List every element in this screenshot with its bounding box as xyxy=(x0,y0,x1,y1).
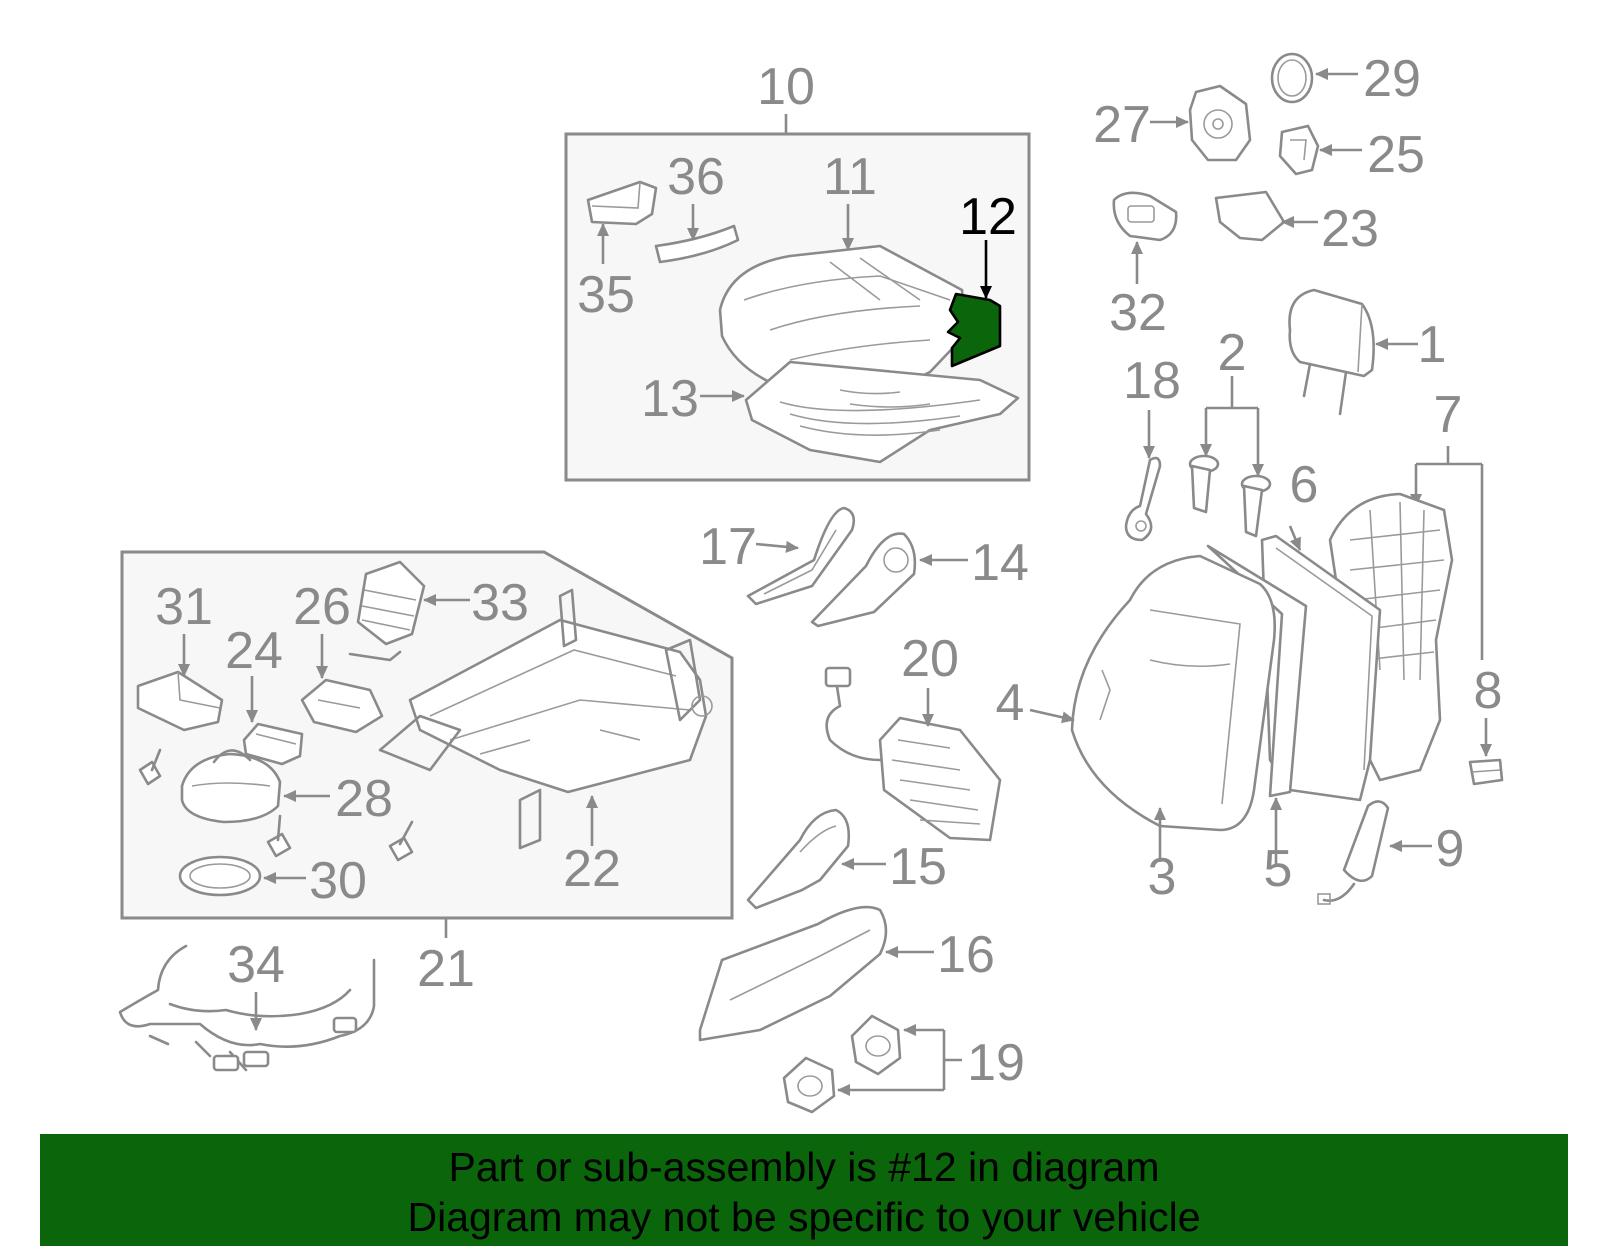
label-19: 19 xyxy=(967,1034,1025,1092)
banner-line-2: Diagram may not be specific to your vehi… xyxy=(407,1194,1201,1240)
part-28-motor[interactable] xyxy=(180,749,282,824)
part-28-bolt-center[interactable] xyxy=(266,814,292,858)
label-27: 27 xyxy=(1093,96,1151,154)
part-9-side-airbag[interactable] xyxy=(1317,800,1390,905)
part-1-headrest[interactable] xyxy=(1288,288,1375,416)
info-banner: Part or sub-assembly is #12 in diagram D… xyxy=(40,1134,1568,1246)
label-30: 30 xyxy=(309,852,367,910)
label-35: 35 xyxy=(577,266,635,324)
part-26-switch[interactable] xyxy=(300,678,384,734)
label-17: 17 xyxy=(699,518,757,576)
label-31: 31 xyxy=(155,578,213,636)
label-28: 28 xyxy=(335,770,393,828)
label-7: 7 xyxy=(1434,386,1463,444)
label-36: 36 xyxy=(667,148,725,206)
banner-line-1: Part or sub-assembly is #12 in diagram xyxy=(448,1144,1160,1190)
part-28-bolt-right[interactable] xyxy=(388,820,414,862)
part-36-trim-strip[interactable] xyxy=(654,224,740,264)
label-23: 23 xyxy=(1321,200,1379,258)
label-22: 22 xyxy=(563,840,621,898)
part-23-cover[interactable] xyxy=(1214,190,1286,242)
label-25: 25 xyxy=(1367,126,1425,184)
part-12-highlighted[interactable] xyxy=(946,292,1002,368)
label-18: 18 xyxy=(1123,352,1181,410)
label-5: 5 xyxy=(1264,840,1293,898)
part-19-knob-upper[interactable] xyxy=(850,1014,902,1076)
part-24-connector[interactable] xyxy=(242,722,304,766)
part-18-lever[interactable] xyxy=(1124,456,1162,542)
label-12: 12 xyxy=(959,188,1017,246)
label-21: 21 xyxy=(417,940,475,998)
part-13-cushion-frame[interactable] xyxy=(744,360,1020,464)
part-30-ring[interactable] xyxy=(178,855,262,897)
part-14-cover[interactable] xyxy=(810,532,917,628)
label-16: 16 xyxy=(937,926,995,984)
part-20-lumbar-support[interactable] xyxy=(824,666,1002,842)
label-10: 10 xyxy=(757,58,815,116)
label-32: 32 xyxy=(1109,284,1167,342)
label-4: 4 xyxy=(996,674,1025,732)
part-28-bolt-left[interactable] xyxy=(138,748,162,786)
part-16-side-shield[interactable] xyxy=(698,905,888,1042)
part-29-ring[interactable] xyxy=(1270,52,1314,104)
part-2-headrest-guide-left[interactable] xyxy=(1188,454,1220,514)
label-1: 1 xyxy=(1418,316,1447,374)
label-3: 3 xyxy=(1148,848,1177,906)
part-35-trim-cover[interactable] xyxy=(586,180,658,226)
part-33-motor[interactable] xyxy=(348,560,426,662)
label-24: 24 xyxy=(225,622,283,680)
part-19-knob-lower[interactable] xyxy=(782,1056,836,1114)
part-22-seat-track[interactable] xyxy=(378,588,713,850)
label-9: 9 xyxy=(1436,820,1465,878)
label-2: 2 xyxy=(1218,324,1247,382)
part-25-clip[interactable] xyxy=(1278,124,1320,176)
part-8-clip[interactable] xyxy=(1468,758,1504,786)
label-8: 8 xyxy=(1474,662,1503,720)
label-13: 13 xyxy=(641,370,699,428)
label-33: 33 xyxy=(471,574,529,632)
label-29: 29 xyxy=(1363,50,1421,108)
part-2-headrest-guide-right[interactable] xyxy=(1240,474,1272,538)
label-20: 20 xyxy=(901,630,959,688)
label-26: 26 xyxy=(293,578,351,636)
part-27-motor[interactable] xyxy=(1188,84,1252,162)
part-17-cover[interactable] xyxy=(746,506,856,606)
part-15-cover[interactable] xyxy=(746,808,851,910)
label-11: 11 xyxy=(823,148,877,206)
label-6: 6 xyxy=(1290,456,1319,514)
label-14: 14 xyxy=(971,534,1029,592)
part-3-seatback-cover[interactable] xyxy=(1070,554,1276,832)
part-32-switch[interactable] xyxy=(1112,191,1178,242)
label-15: 15 xyxy=(889,838,947,896)
label-34: 34 xyxy=(227,936,285,994)
part-34-wire-harness[interactable] xyxy=(118,944,376,1072)
